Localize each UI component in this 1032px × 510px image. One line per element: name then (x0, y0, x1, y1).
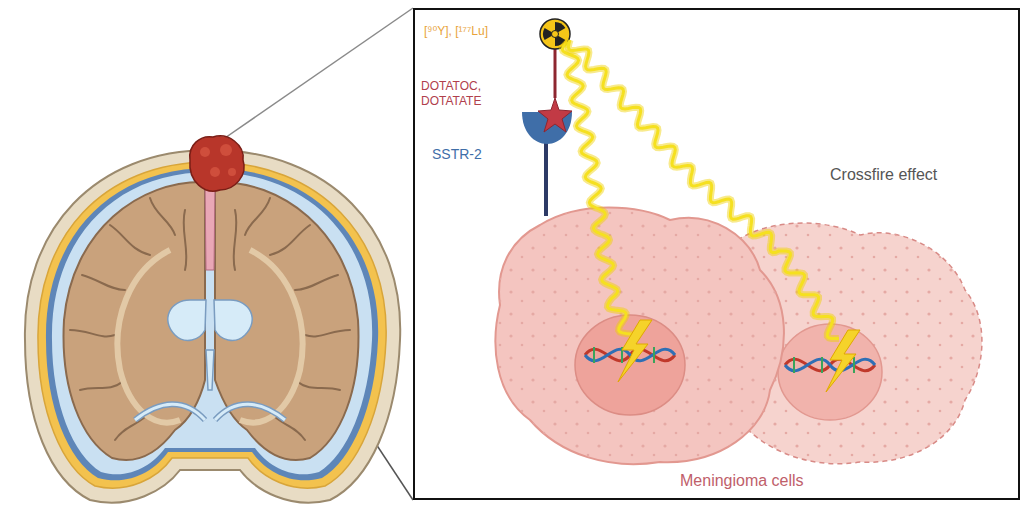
effect-label: Crossfire effect (830, 166, 937, 184)
radionuclide-label: [⁹⁰Y], [¹⁷⁷Lu] (424, 25, 488, 39)
radiation-rays (562, 40, 839, 339)
brain-section (25, 136, 400, 503)
zoom-line (222, 8, 413, 140)
lightning-bolt (618, 320, 860, 392)
ligand-label: DOTATATE (421, 95, 481, 109)
meningioma-cell (495, 208, 783, 465)
meningioma-tumour (190, 136, 244, 191)
ligand-label: DOTATOC, (421, 80, 481, 94)
cell-label: Meningioma cells (680, 472, 804, 490)
radiation-ray-glow (568, 40, 839, 339)
receptor-label: SSTR-2 (432, 146, 482, 162)
inset-frame (414, 9, 1019, 499)
radiation-ray (568, 40, 839, 339)
